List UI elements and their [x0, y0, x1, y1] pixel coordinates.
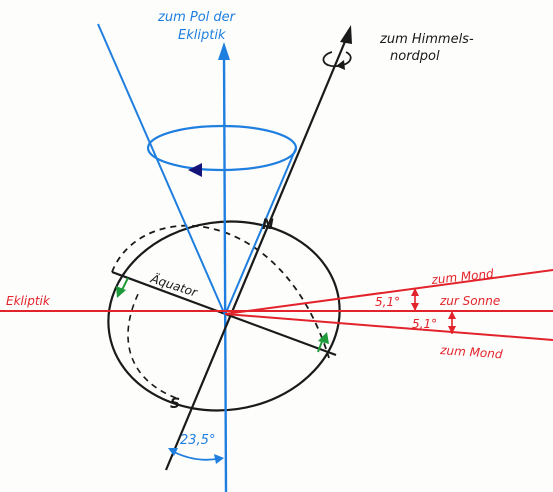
ecliptic-pole-label-line2: Ekliptik — [178, 28, 226, 43]
inclination-marker-lower-head-top — [448, 311, 456, 319]
precession-cone-left — [97, 23, 226, 316]
precession-cone-right — [224, 147, 297, 316]
north-label: N — [262, 217, 274, 233]
sun-label: zur Sonne — [439, 294, 500, 308]
ecliptic-pole-axis — [222, 51, 228, 492]
precession-direction-arrow — [188, 163, 202, 177]
earth-rotation-axis — [164, 31, 351, 471]
ecliptic-pole-arrowhead — [218, 42, 230, 60]
axial-tilt-arc-head-right — [214, 454, 224, 464]
moon-label-lower: zum Mond — [439, 343, 504, 361]
tidal-arrow-right-head — [318, 332, 329, 344]
celestial-pole-label-line2: nordpol — [390, 49, 440, 64]
moon-line-upper — [224, 269, 553, 315]
ecliptic-pole-label-line1: zum Pol der — [157, 10, 237, 25]
celestial-pole-label-line1: zum Himmels- — [379, 32, 474, 47]
inclination-label-lower: 5,1° — [412, 317, 437, 331]
inclination-label-upper: 5,1° — [375, 295, 400, 309]
earth-outline — [107, 220, 341, 412]
celestial-pole-arrowhead — [340, 25, 352, 44]
inclination-marker-lower-head-bottom — [448, 326, 456, 334]
ecliptic-label: Ekliptik — [6, 294, 51, 308]
inclination-marker-upper-head-bottom — [411, 303, 419, 311]
axial-tilt-arc-head-left — [168, 448, 178, 456]
axial-tilt-label: 23,5° — [180, 433, 215, 448]
south-label: S — [170, 396, 180, 412]
moon-line-lower — [224, 313, 553, 341]
tidal-arrow-left-head — [116, 286, 126, 298]
earth-axis-dashed-back — [127, 289, 177, 399]
rotation-sense-arrowhead — [336, 60, 345, 70]
moon-label-upper: zum Mond — [430, 267, 495, 288]
precession-cone-circle — [146, 124, 298, 172]
inclination-marker-upper-head-top — [411, 288, 419, 296]
